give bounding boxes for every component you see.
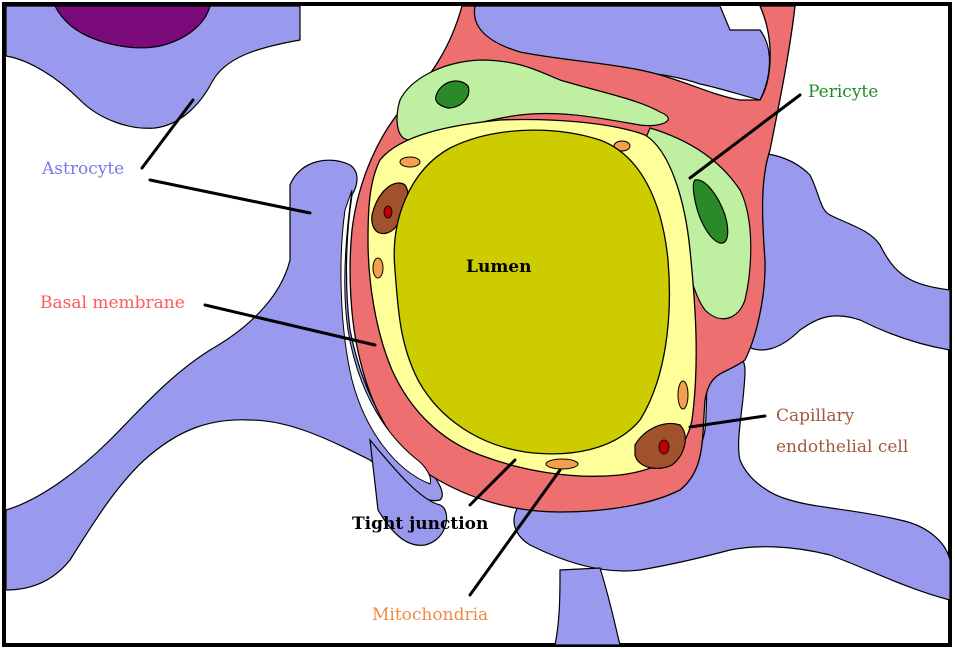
label-tight-junction: Tight junction: [352, 514, 488, 534]
lumen: [394, 130, 669, 454]
label-mitochondria: Mitochondria: [372, 605, 488, 625]
mitochondrion-1: [400, 157, 420, 167]
mitochondrion-4: [678, 381, 688, 409]
label-basal-membrane: Basal membrane: [40, 293, 185, 313]
endothelial-nucleolus-right: [659, 440, 669, 454]
label-capillary-line2: endothelial cell: [776, 437, 908, 457]
label-pericyte: Pericyte: [808, 82, 878, 102]
endothelial-nucleolus-left: [384, 206, 392, 218]
mitochondrion-5: [546, 459, 578, 469]
label-capillary-line1: Capillary: [776, 406, 855, 426]
label-lumen: Lumen: [466, 257, 531, 277]
label-astrocyte: Astrocyte: [41, 159, 124, 179]
mitochondrion-2: [373, 258, 383, 278]
